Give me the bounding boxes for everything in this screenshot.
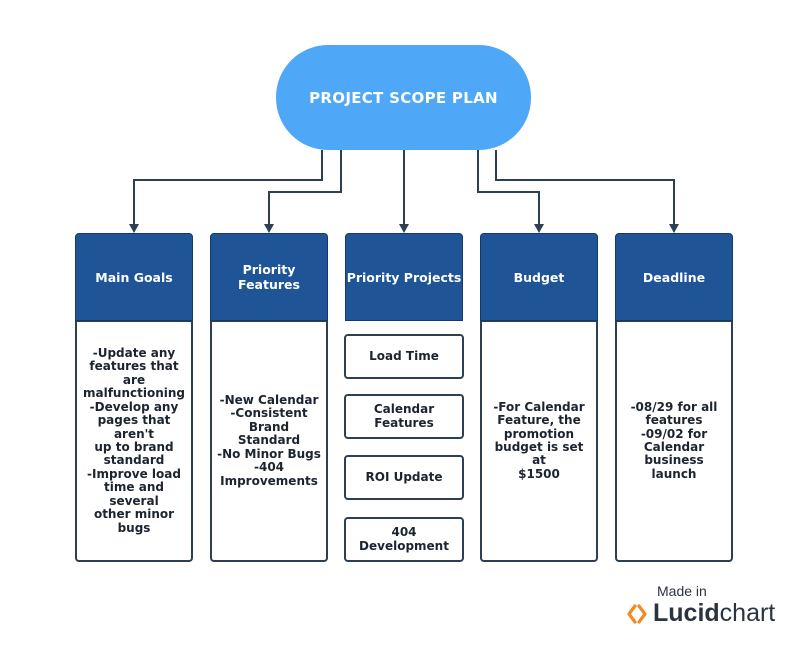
- lucidchart-logo-icon: [627, 603, 647, 624]
- project-item: Calendar Features: [344, 394, 464, 439]
- budget-header: Budget: [480, 233, 598, 321]
- deadline-body: -08/29 for all features -09/02 for Calen…: [615, 321, 733, 562]
- lucidchart-wordmark: Lucidchart: [653, 599, 775, 628]
- deadline-header: Deadline: [615, 233, 733, 321]
- project-item-label: ROI Update: [365, 469, 443, 484]
- root-node: PROJECT SCOPE PLAN: [276, 45, 531, 150]
- project-item-label: Calendar Features: [373, 402, 435, 430]
- logo-regular-part: chart: [719, 599, 776, 627]
- made-in-label: Made in: [657, 583, 707, 599]
- arrowhead: [669, 224, 679, 233]
- priority-projects-header: Priority Projects: [345, 233, 463, 321]
- arrowhead: [399, 224, 409, 233]
- budget-text: -For Calendar Feature, the promotion bud…: [493, 399, 585, 481]
- budget-body: -For Calendar Feature, the promotion bud…: [480, 321, 598, 562]
- priority-projects-title: Priority Projects: [346, 269, 462, 285]
- deadline-title: Deadline: [642, 269, 706, 285]
- arrowhead: [129, 224, 139, 233]
- connector-budget: [477, 150, 540, 226]
- main-goals-header: Main Goals: [75, 233, 193, 321]
- lucidchart-logo: Lucidchart: [625, 599, 775, 628]
- arrowhead: [264, 224, 274, 233]
- connector-main-goals: [133, 150, 323, 226]
- priority-features-title: Priority Features: [238, 262, 300, 292]
- connector-deadline: [495, 150, 675, 226]
- priority-features-body: -New Calendar -Consistent Brand Standard…: [210, 321, 328, 562]
- priority-features-text: -New Calendar -Consistent Brand Standard…: [217, 392, 321, 488]
- root-label: PROJECT SCOPE PLAN: [309, 88, 498, 107]
- deadline-text: -08/29 for all features -09/02 for Calen…: [630, 399, 718, 481]
- main-goals-body: -Update any features that are malfunctio…: [75, 321, 193, 562]
- project-item: ROI Update: [344, 455, 464, 500]
- project-item-label: Load Time: [369, 348, 439, 363]
- budget-title: Budget: [513, 269, 565, 285]
- connector-priority-features: [268, 150, 342, 226]
- priority-features-header: Priority Features: [210, 233, 328, 321]
- project-item: 404 Development: [344, 517, 464, 562]
- project-item-label: 404 Development: [359, 525, 449, 553]
- main-goals-title: Main Goals: [95, 269, 173, 285]
- logo-bold-part: Lucid: [653, 599, 720, 627]
- arrowhead: [534, 224, 544, 233]
- main-goals-text: -Update any features that are malfunctio…: [82, 345, 186, 535]
- project-item: Load Time: [344, 334, 464, 379]
